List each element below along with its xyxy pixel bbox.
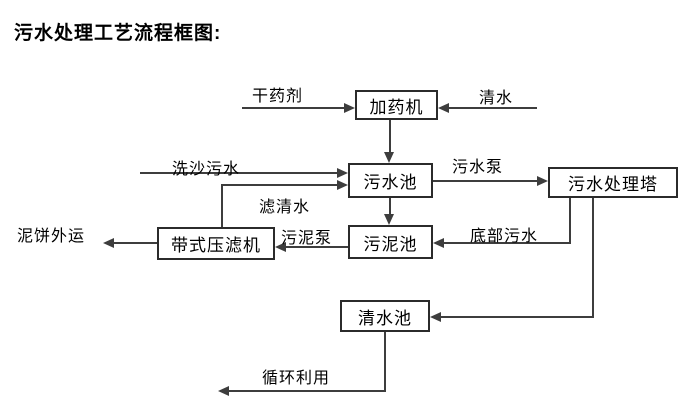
page-title: 污水处理工艺流程框图: — [14, 23, 222, 44]
edge-mud-cake-line — [114, 242, 157, 244]
edge-sewage-pump-arrowhead — [537, 176, 548, 186]
label-bottom-sewage: 底部污水 — [470, 228, 539, 245]
node-belt-filter-press: 带式压滤机 — [157, 227, 275, 260]
node-treatment-tower: 污水处理塔 — [548, 167, 678, 198]
node-sewage-pool: 污水池 — [348, 163, 433, 198]
edge-recycling-hline — [229, 390, 386, 392]
edge-tower-to-clean-hline — [441, 316, 594, 318]
label-dry-agent: 干药剂 — [252, 88, 304, 105]
edge-dry-agent-line — [242, 107, 344, 109]
edge-sludge-pump-line — [286, 246, 348, 248]
edge-clean-water-arrowhead — [438, 103, 449, 113]
edge-dosing-to-sewage-line — [389, 120, 391, 153]
label-clean-water: 清水 — [479, 90, 514, 107]
edge-recycling-vline — [384, 332, 386, 392]
edge-filtered-water-vline — [221, 185, 223, 227]
edge-sand-washing-line — [140, 172, 337, 174]
edge-clean-water-line — [449, 107, 537, 109]
edge-recycling-arrowhead — [218, 386, 229, 396]
edge-bottom-sewage-vline — [569, 198, 571, 244]
label-sand-washing-sewage: 洗沙污水 — [172, 161, 241, 178]
node-dosing-machine: 加药机 — [355, 90, 438, 120]
edge-dosing-to-sewage-arrowhead — [384, 152, 394, 163]
edge-sewage-to-sludge-arrowhead — [384, 214, 394, 225]
edge-tower-to-clean-arrowhead — [430, 312, 441, 322]
label-recycling: 循环利用 — [262, 370, 331, 387]
edge-sewage-to-sludge-line — [389, 198, 391, 214]
edge-sludge-pump-arrowhead — [275, 242, 286, 252]
edge-filtered-water-arrowhead — [337, 180, 348, 190]
label-sludge-pump: 污泥泵 — [281, 230, 333, 247]
edge-sand-washing-arrowhead — [337, 168, 348, 178]
edge-filtered-water-hline — [221, 184, 337, 186]
label-mud-cake-out: 泥饼外运 — [17, 228, 86, 245]
edge-sewage-pump-line — [433, 180, 537, 182]
edge-bottom-sewage-arrowhead — [433, 238, 444, 248]
edge-bottom-sewage-hline — [444, 242, 571, 244]
label-sewage-pump: 污水泵 — [452, 159, 504, 176]
node-sludge-pool: 污泥池 — [348, 225, 433, 259]
edge-tower-to-clean-vline — [592, 198, 594, 318]
edge-dry-agent-arrowhead — [344, 103, 355, 113]
label-filtered-water: 滤清水 — [259, 199, 311, 216]
edge-mud-cake-arrowhead — [103, 238, 114, 248]
node-clean-water-pool: 清水池 — [340, 300, 430, 332]
